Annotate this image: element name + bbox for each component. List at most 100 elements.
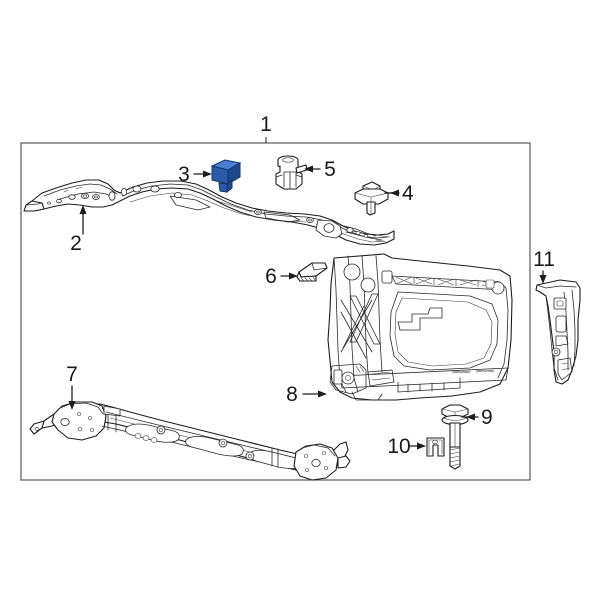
tie-bar-hole-j <box>173 191 182 198</box>
panel-left-rib-3 <box>375 255 383 373</box>
tie-bar-hole-l-inner <box>308 218 312 222</box>
panel-bottom-lip <box>397 377 461 393</box>
bolt-threads <box>449 447 461 467</box>
panel-boss-hole-1-inner <box>345 375 351 381</box>
panel-right-rib <box>497 281 509 379</box>
panel-brace-x1 <box>340 299 373 353</box>
side-bracket-rib-2 <box>571 289 576 367</box>
bolt-flange-edge <box>443 417 467 421</box>
lower-beam-tip-hole <box>34 427 40 431</box>
lower-crossmember-part <box>29 401 351 481</box>
lower-beam-bead-3 <box>150 437 158 443</box>
lower-beam-rplate-hole-5 <box>323 466 329 470</box>
callout-6-label: 6 <box>265 265 277 288</box>
tie-bar-hole-g <box>121 187 128 196</box>
lower-beam-rplate-hole-3 <box>321 451 327 455</box>
panel-lower-plate <box>367 369 395 387</box>
tie-bar-hole-a <box>68 194 76 200</box>
callout-4-group: 4 <box>384 182 414 205</box>
panel-bottom-hatch <box>451 369 495 374</box>
callout-8-label: 8 <box>286 383 298 406</box>
highlight-stem-side <box>226 178 233 194</box>
tie-bar-hole-f <box>108 191 116 201</box>
side-bracket-hole-inner <box>553 349 559 355</box>
panel-bottom-lip-ribs <box>407 382 445 393</box>
hex-flange-bolt-part <box>441 404 469 470</box>
lower-beam-rib-2 <box>271 447 279 468</box>
lower-beam-rplate-hole-4 <box>304 468 310 472</box>
callout-7-group: 7 <box>66 363 78 410</box>
lower-beam-fastener-1-inner <box>158 427 164 433</box>
panel-hole-1 <box>343 263 361 281</box>
lower-beam-right-tip <box>337 455 351 469</box>
unut-body <box>426 437 445 457</box>
callout-9-label: 9 <box>481 406 493 429</box>
callout-2-label: 2 <box>70 232 82 255</box>
assembly-frame <box>20 137 531 481</box>
tie-bar-hole-k-inner <box>256 210 260 214</box>
lower-beam-plate-hole-5 <box>89 428 95 432</box>
headlamp-mounting-panel-part <box>327 253 513 401</box>
callout-4-label: 4 <box>402 182 414 205</box>
callout-8-group: 8 <box>286 383 327 406</box>
pushpin-flange-lines <box>275 174 303 178</box>
tie-bar-hole-d <box>56 198 62 204</box>
pushpin-head-inner <box>282 157 294 163</box>
tie-bar-hole-e <box>47 201 51 205</box>
panel-lower-boss-area <box>329 363 367 395</box>
small-bracket-fold <box>311 262 328 271</box>
upper-tie-bar-part <box>23 179 395 246</box>
callout-3-label: 3 <box>178 163 190 186</box>
tie-bar-right-scribe-4 <box>375 239 387 243</box>
panel-brace-band-2 <box>349 293 379 343</box>
unut-hole <box>432 439 438 445</box>
tie-bar-relief-1 <box>169 195 211 211</box>
panel-bottom-tab <box>351 391 383 401</box>
side-bracket-top-fold <box>536 284 577 289</box>
bolt-hex-head <box>441 404 469 419</box>
callout-10-group: 10 <box>387 435 426 458</box>
headlamp-opening-inner <box>394 297 493 367</box>
panel-top-rail-div <box>413 276 479 288</box>
callout-11-label: 11 <box>533 248 555 271</box>
lower-beam-fastener-2-inner <box>220 440 226 446</box>
lower-beam-oval-2 <box>185 436 244 457</box>
panel-lower-plate-lines <box>371 371 391 381</box>
lower-beam-bead-2 <box>142 435 150 441</box>
tie-bar-big-hole <box>323 223 335 233</box>
tie-bar-hole-c-inner <box>94 195 98 199</box>
tie-bar-scribe-b <box>213 199 253 213</box>
lower-beam-oval-1 <box>125 423 180 443</box>
panel-inner-shape <box>397 307 443 331</box>
highlighted-bracket-part[interactable] <box>210 159 242 194</box>
tie-bar-fold-1 <box>43 183 118 197</box>
panel-hole-2 <box>360 277 376 293</box>
highlight-stem <box>218 182 228 193</box>
lower-beam-bead-1 <box>134 433 142 439</box>
headlamp-opening <box>389 291 499 371</box>
grommet-flange <box>354 188 389 205</box>
callout-11-group: 11 <box>533 248 555 284</box>
callout-10-label: 10 <box>387 435 410 458</box>
callout-7-label: 7 <box>66 363 78 386</box>
panel-boss-slot <box>333 369 343 385</box>
panel-boss-scribe <box>355 365 365 373</box>
side-bracket-inner-edge <box>545 295 559 381</box>
side-bracket-notch <box>555 335 569 347</box>
push-pin-retainer-part <box>275 155 308 190</box>
small-bracket-hatch <box>300 276 316 282</box>
tie-bar-scribe-a <box>63 186 83 193</box>
tie-bar-right-scribe-3 <box>371 233 391 238</box>
tie-bar-hole-m <box>346 227 354 233</box>
panel-brace-band-1 <box>349 295 381 345</box>
callout-1-label: 1 <box>260 113 272 136</box>
assembly-frame-rect <box>20 142 531 481</box>
highlight-side-face <box>227 162 241 185</box>
lower-beam-plate-hole-4 <box>77 427 83 431</box>
tie-bar-left-tip-edge <box>25 202 43 206</box>
callout-5-group: 5 <box>304 158 336 181</box>
lower-beam-plate-hole-1 <box>60 417 70 426</box>
tie-bar-hole-o <box>363 234 369 238</box>
